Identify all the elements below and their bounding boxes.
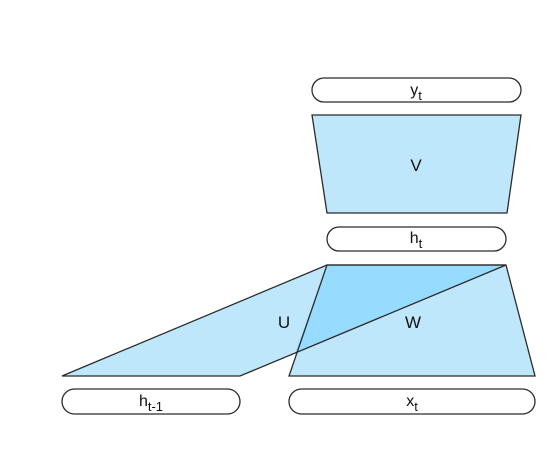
node-h-prev-base: h <box>139 393 148 410</box>
weight-u-outline <box>61 264 507 377</box>
node-h-t-label: ht <box>410 230 423 251</box>
node-h-prev-sub: t-1 <box>148 399 163 414</box>
weight-v-trapezoid <box>311 114 522 214</box>
node-h-t-box <box>326 226 507 252</box>
node-y-t-base: y <box>410 82 418 99</box>
node-h-prev-box <box>61 388 241 415</box>
node-y-t-sub: t <box>418 88 422 103</box>
node-y-t-box <box>311 77 522 103</box>
weight-w-label: W <box>405 313 421 332</box>
node-x-t-label: xt <box>406 393 418 414</box>
node-y-t-label: yt <box>410 82 422 103</box>
node-h-t-sub: t <box>419 236 423 251</box>
node-x-t-box <box>288 388 536 415</box>
node-x-t-base: x <box>406 393 414 410</box>
weight-u-label: U <box>278 313 290 332</box>
weight-v-label: V <box>410 156 422 175</box>
node-h-prev-label: ht-1 <box>139 393 163 414</box>
node-x-t-sub: t <box>414 399 418 414</box>
node-h-t-base: h <box>410 230 419 247</box>
